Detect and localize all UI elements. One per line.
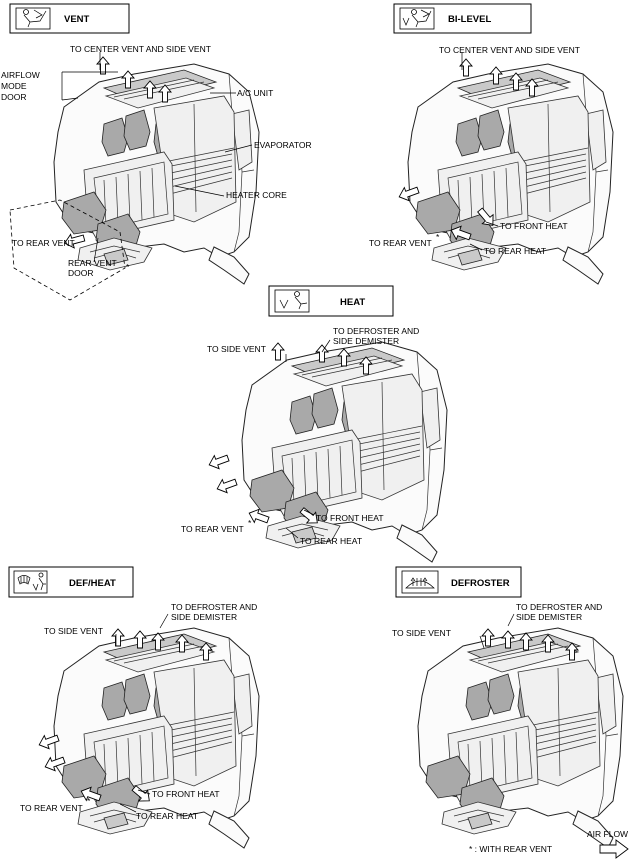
label-to-defroster: TO DEFROSTER AND [333, 326, 419, 336]
label-to-side-vent: TO SIDE VENT [207, 344, 266, 354]
defroster-unit-drawing [417, 627, 624, 849]
label-to-defroster: TO DEFROSTER AND [171, 602, 257, 612]
label-rear-vent-door: DOOR [68, 268, 94, 278]
label-to-front-heat: TO FRONT HEAT [316, 513, 384, 523]
label-to-defroster: SIDE DEMISTER [171, 612, 237, 622]
heat-unit-drawing [241, 341, 448, 563]
label-to-center-vent: TO CENTER VENT AND SIDE VENT [439, 45, 580, 55]
label-asterisk: * [248, 518, 252, 528]
heat-floor-arrow [206, 450, 231, 472]
panel-defroster: DEFROSTER TO SIDE VENT TO DEFROSTER AND … [392, 566, 624, 849]
label-to-defroster: SIDE DEMISTER [333, 336, 399, 346]
panel-bilevel: BI-LEVEL TO CENTER VENT AND SIDE VENT TO… [369, 3, 614, 285]
label-to-front-heat: TO FRONT HEAT [500, 221, 568, 231]
legend: AIR FLOW * : WITH REAR VENT [469, 829, 629, 859]
label-to-rear-vent: TO REAR VENT [369, 238, 432, 248]
label-airflow-mode-door: DOOR [1, 92, 27, 102]
label-to-side-vent: TO SIDE VENT [44, 626, 103, 636]
label-to-rear-vent: TO REAR VENT [20, 803, 83, 813]
label-to-front-heat: TO FRONT HEAT [152, 789, 220, 799]
label-to-center-vent: TO CENTER VENT AND SIDE VENT [70, 44, 211, 54]
label-to-rear-vent: TO REAR VENT [181, 524, 244, 534]
rear-vent-outline [9, 199, 126, 301]
heat-title: HEAT [340, 297, 365, 308]
heat-floor-arrow [214, 474, 239, 496]
legend-rear-vent-note: * : WITH REAR VENT [469, 844, 552, 854]
vent-flow-arrow [96, 56, 110, 75]
label-to-defroster: TO DEFROSTER AND [516, 602, 602, 612]
legend-air-flow: AIR FLOW [587, 829, 628, 839]
label-to-rear-heat: TO REAR HEAT [136, 811, 198, 821]
defrost-heat-icon [13, 570, 48, 594]
label-evaporator: EVAPORATOR [254, 140, 312, 150]
bilevel-title: BI-LEVEL [448, 14, 491, 25]
foot-heat-icon [274, 289, 310, 313]
label-to-rear-heat: TO REAR HEAT [300, 536, 362, 546]
bilevel-icon [399, 7, 435, 30]
label-to-side-vent: TO SIDE VENT [392, 628, 451, 638]
panel-heat: HEAT TO SIDE VENT TO DEFROSTER AND SIDE … [181, 285, 448, 563]
label-airflow-mode-door: MODE [1, 81, 27, 91]
label-to-rear-heat: TO REAR HEAT [484, 246, 546, 256]
label-airflow-mode-door: AIRFLOW [1, 70, 40, 80]
panel-vent: VENT TO CENTER VENT AND SIDE VENT AIRFLO… [1, 3, 312, 301]
defroster-title: DEFROSTER [451, 578, 510, 589]
label-asterisk: * [436, 232, 440, 242]
label-to-defroster: SIDE DEMISTER [516, 612, 582, 622]
label-rear-vent-door: REAR VENT [68, 258, 117, 268]
vent-title: VENT [64, 14, 90, 25]
defheat-title: DEF/HEAT [69, 578, 116, 589]
panel-defheat: DEF/HEAT TO SIDE VENT TO DEFROSTER AND S… [8, 566, 260, 849]
label-ac-unit: A/C UNIT [237, 88, 273, 98]
heat-flow-arrow [271, 342, 285, 361]
windshield-defrost-icon [401, 570, 439, 594]
face-vent-icon [15, 7, 51, 30]
label-heater-core: HEATER CORE [226, 190, 287, 200]
label-asterisk: * [126, 262, 130, 272]
label-asterisk: * [87, 796, 91, 806]
vent-unit-drawing [53, 63, 260, 285]
label-to-rear-vent: TO REAR VENT [12, 238, 75, 248]
